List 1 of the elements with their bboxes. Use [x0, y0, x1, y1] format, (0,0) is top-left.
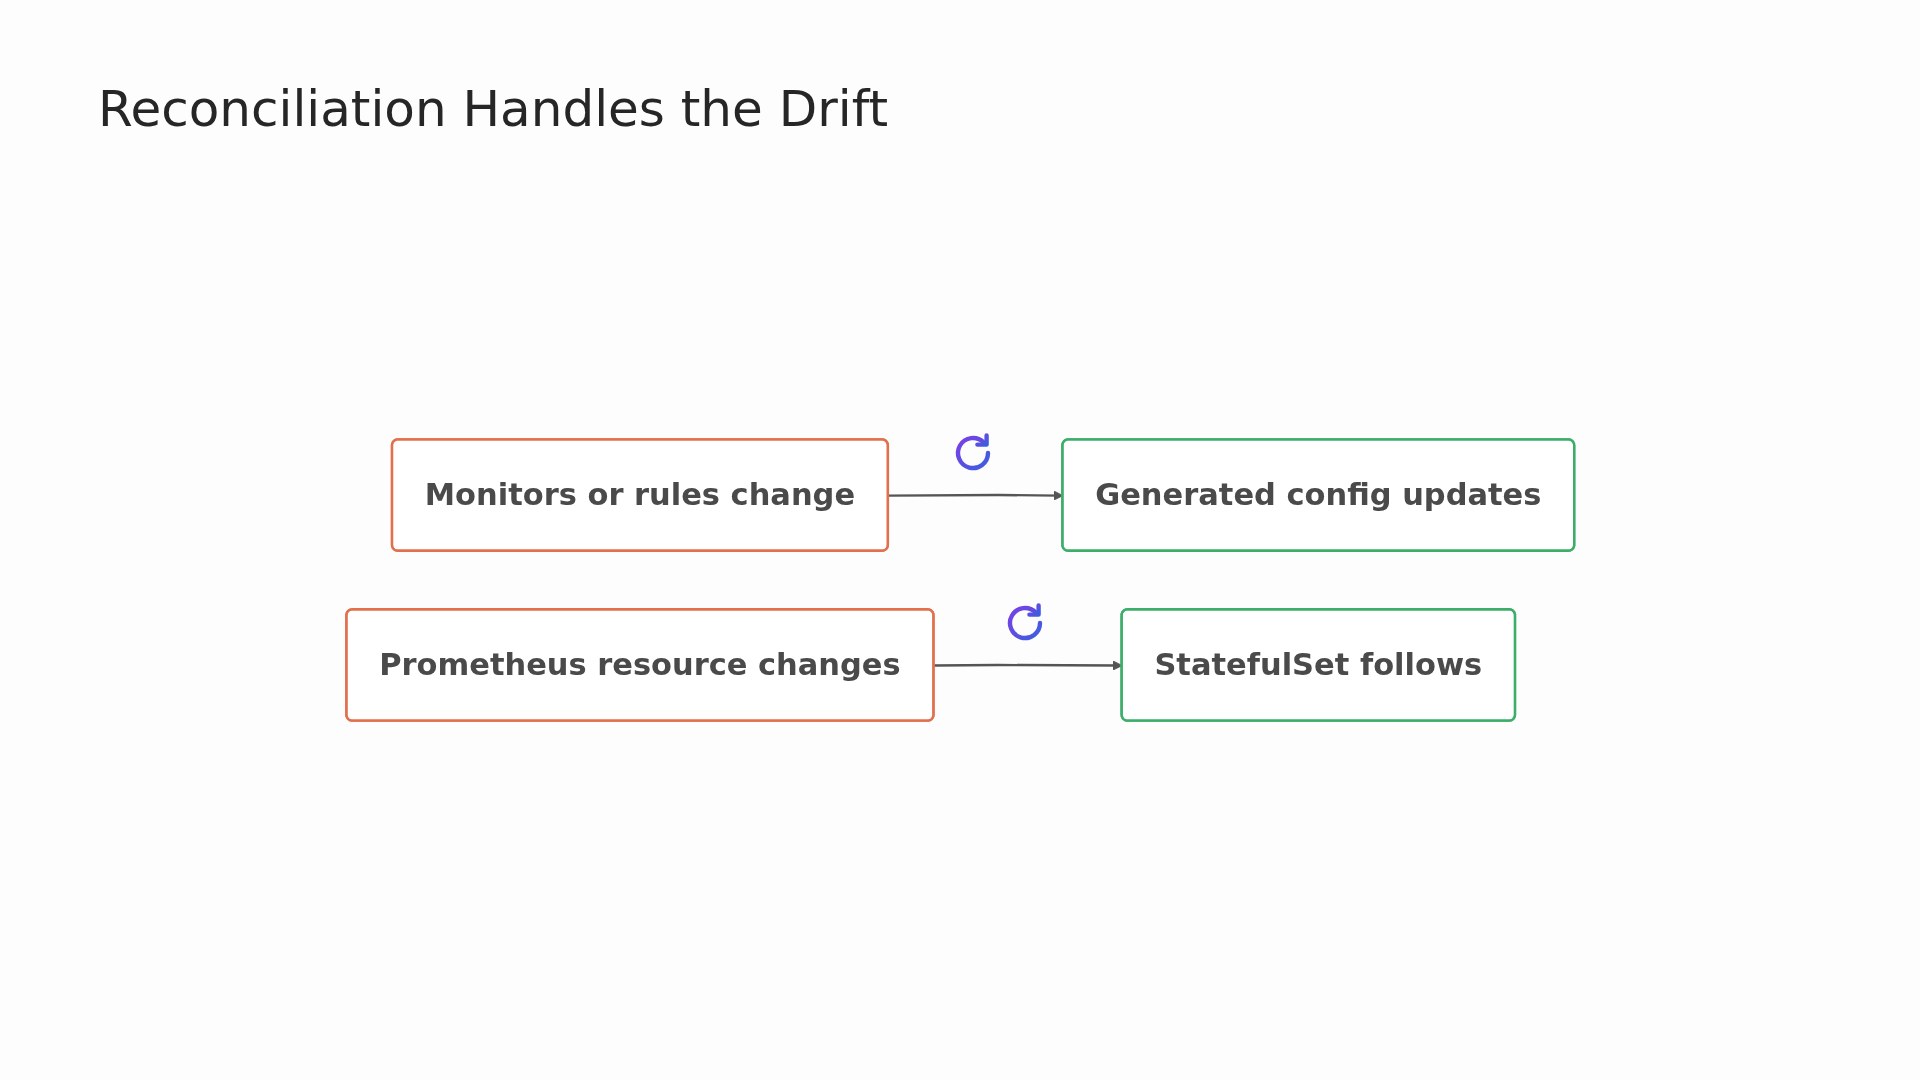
- title: Reconciliation Handles the Drift: [98, 80, 888, 138]
